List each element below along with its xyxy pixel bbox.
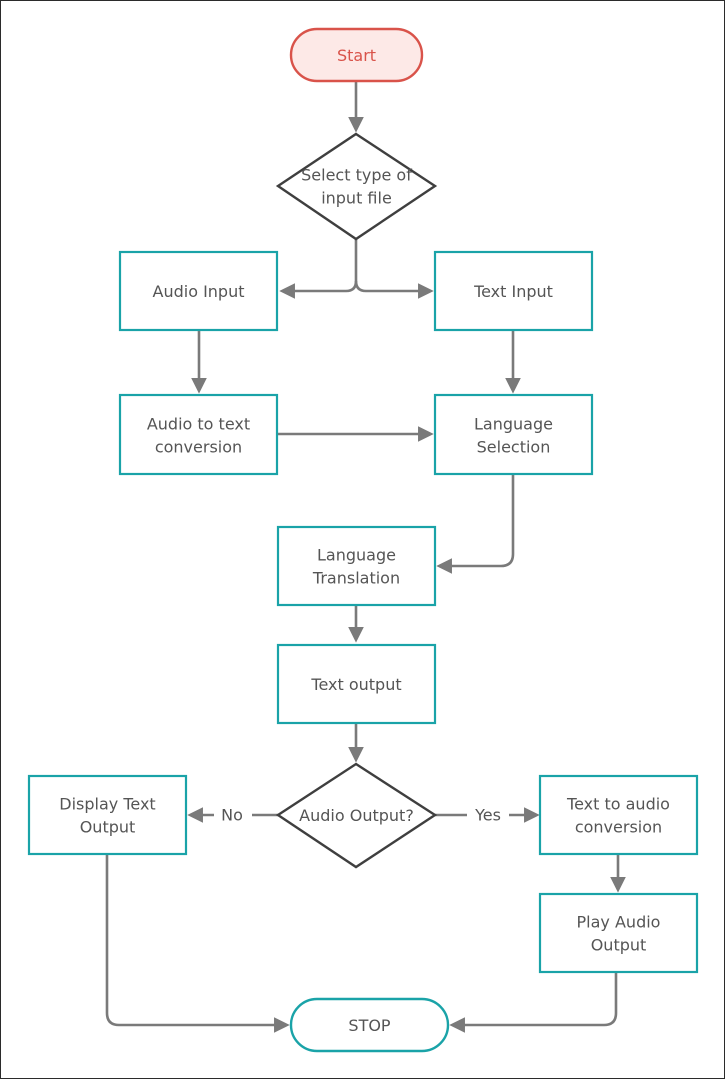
- node-audio-output-decision: Audio Output?: [275, 762, 438, 869]
- audio-input-label-line: Audio Input: [153, 282, 245, 301]
- node-text-to-audio-label: Text to audio conversion: [566, 794, 670, 836]
- node-audio-to-text: Audio to text conversion: [118, 393, 279, 476]
- audio-to-text-label-line: Audio to text: [147, 414, 250, 433]
- node-start: Start: [289, 27, 424, 83]
- language-selection-label-line: Language: [474, 414, 553, 433]
- text-output-label-line: Text output: [310, 675, 401, 694]
- text-to-audio-label-line: conversion: [575, 817, 662, 836]
- audio-to-text-label-line: conversion: [155, 437, 242, 456]
- stop-label-line: STOP: [348, 1016, 391, 1035]
- edge-play-to-stop: [449, 972, 618, 1033]
- node-text-to-audio: Text to audio conversion: [538, 774, 699, 856]
- node-text-input-label: Text Input: [473, 282, 553, 301]
- node-text-output-label: Text output: [310, 675, 401, 694]
- node-stop: STOP: [289, 997, 450, 1053]
- language-translation-label-line: Translation: [312, 568, 400, 587]
- language-selection-label-line: Selection: [477, 437, 551, 456]
- node-audio-to-text-label: Audio to text conversion: [147, 414, 250, 456]
- node-audio-input: Audio Input: [118, 250, 279, 332]
- node-text-output: Text output: [276, 643, 437, 725]
- display-text-label-line: Output: [80, 817, 136, 836]
- node-stop-label: STOP: [348, 1016, 391, 1035]
- select-type-label-line: input file: [321, 188, 392, 207]
- start-label-line: Start: [337, 46, 376, 65]
- node-audio-input-label: Audio Input: [153, 282, 245, 301]
- display-text-label-line: Display Text: [59, 794, 155, 813]
- select-type-label-line: Select type of: [301, 165, 412, 184]
- play-audio-label-line: Play Audio: [577, 912, 661, 931]
- node-start-label: Start: [337, 46, 376, 65]
- edge-select-to-audio-input: [279, 239, 358, 299]
- audio-output-q-label-line: Audio Output?: [299, 806, 414, 825]
- node-select-type-label: Select type of input file: [301, 165, 412, 207]
- play-audio-label-line: Output: [591, 935, 647, 954]
- edge-label-no: No: [221, 806, 243, 825]
- node-select-type: Select type of input file: [275, 132, 438, 241]
- edge-select-to-text-input: [354, 280, 434, 299]
- node-text-input: Text Input: [433, 250, 594, 332]
- language-translation-label-line: Language: [317, 545, 396, 564]
- text-to-audio-label-line: Text to audio: [566, 794, 670, 813]
- node-audio-output-label: Audio Output?: [299, 806, 414, 825]
- text-input-label-line: Text Input: [473, 282, 553, 301]
- edge-label-yes: Yes: [474, 806, 501, 825]
- edge-language-selection-to-translation: [436, 474, 515, 574]
- edge-display-to-stop: [105, 854, 290, 1033]
